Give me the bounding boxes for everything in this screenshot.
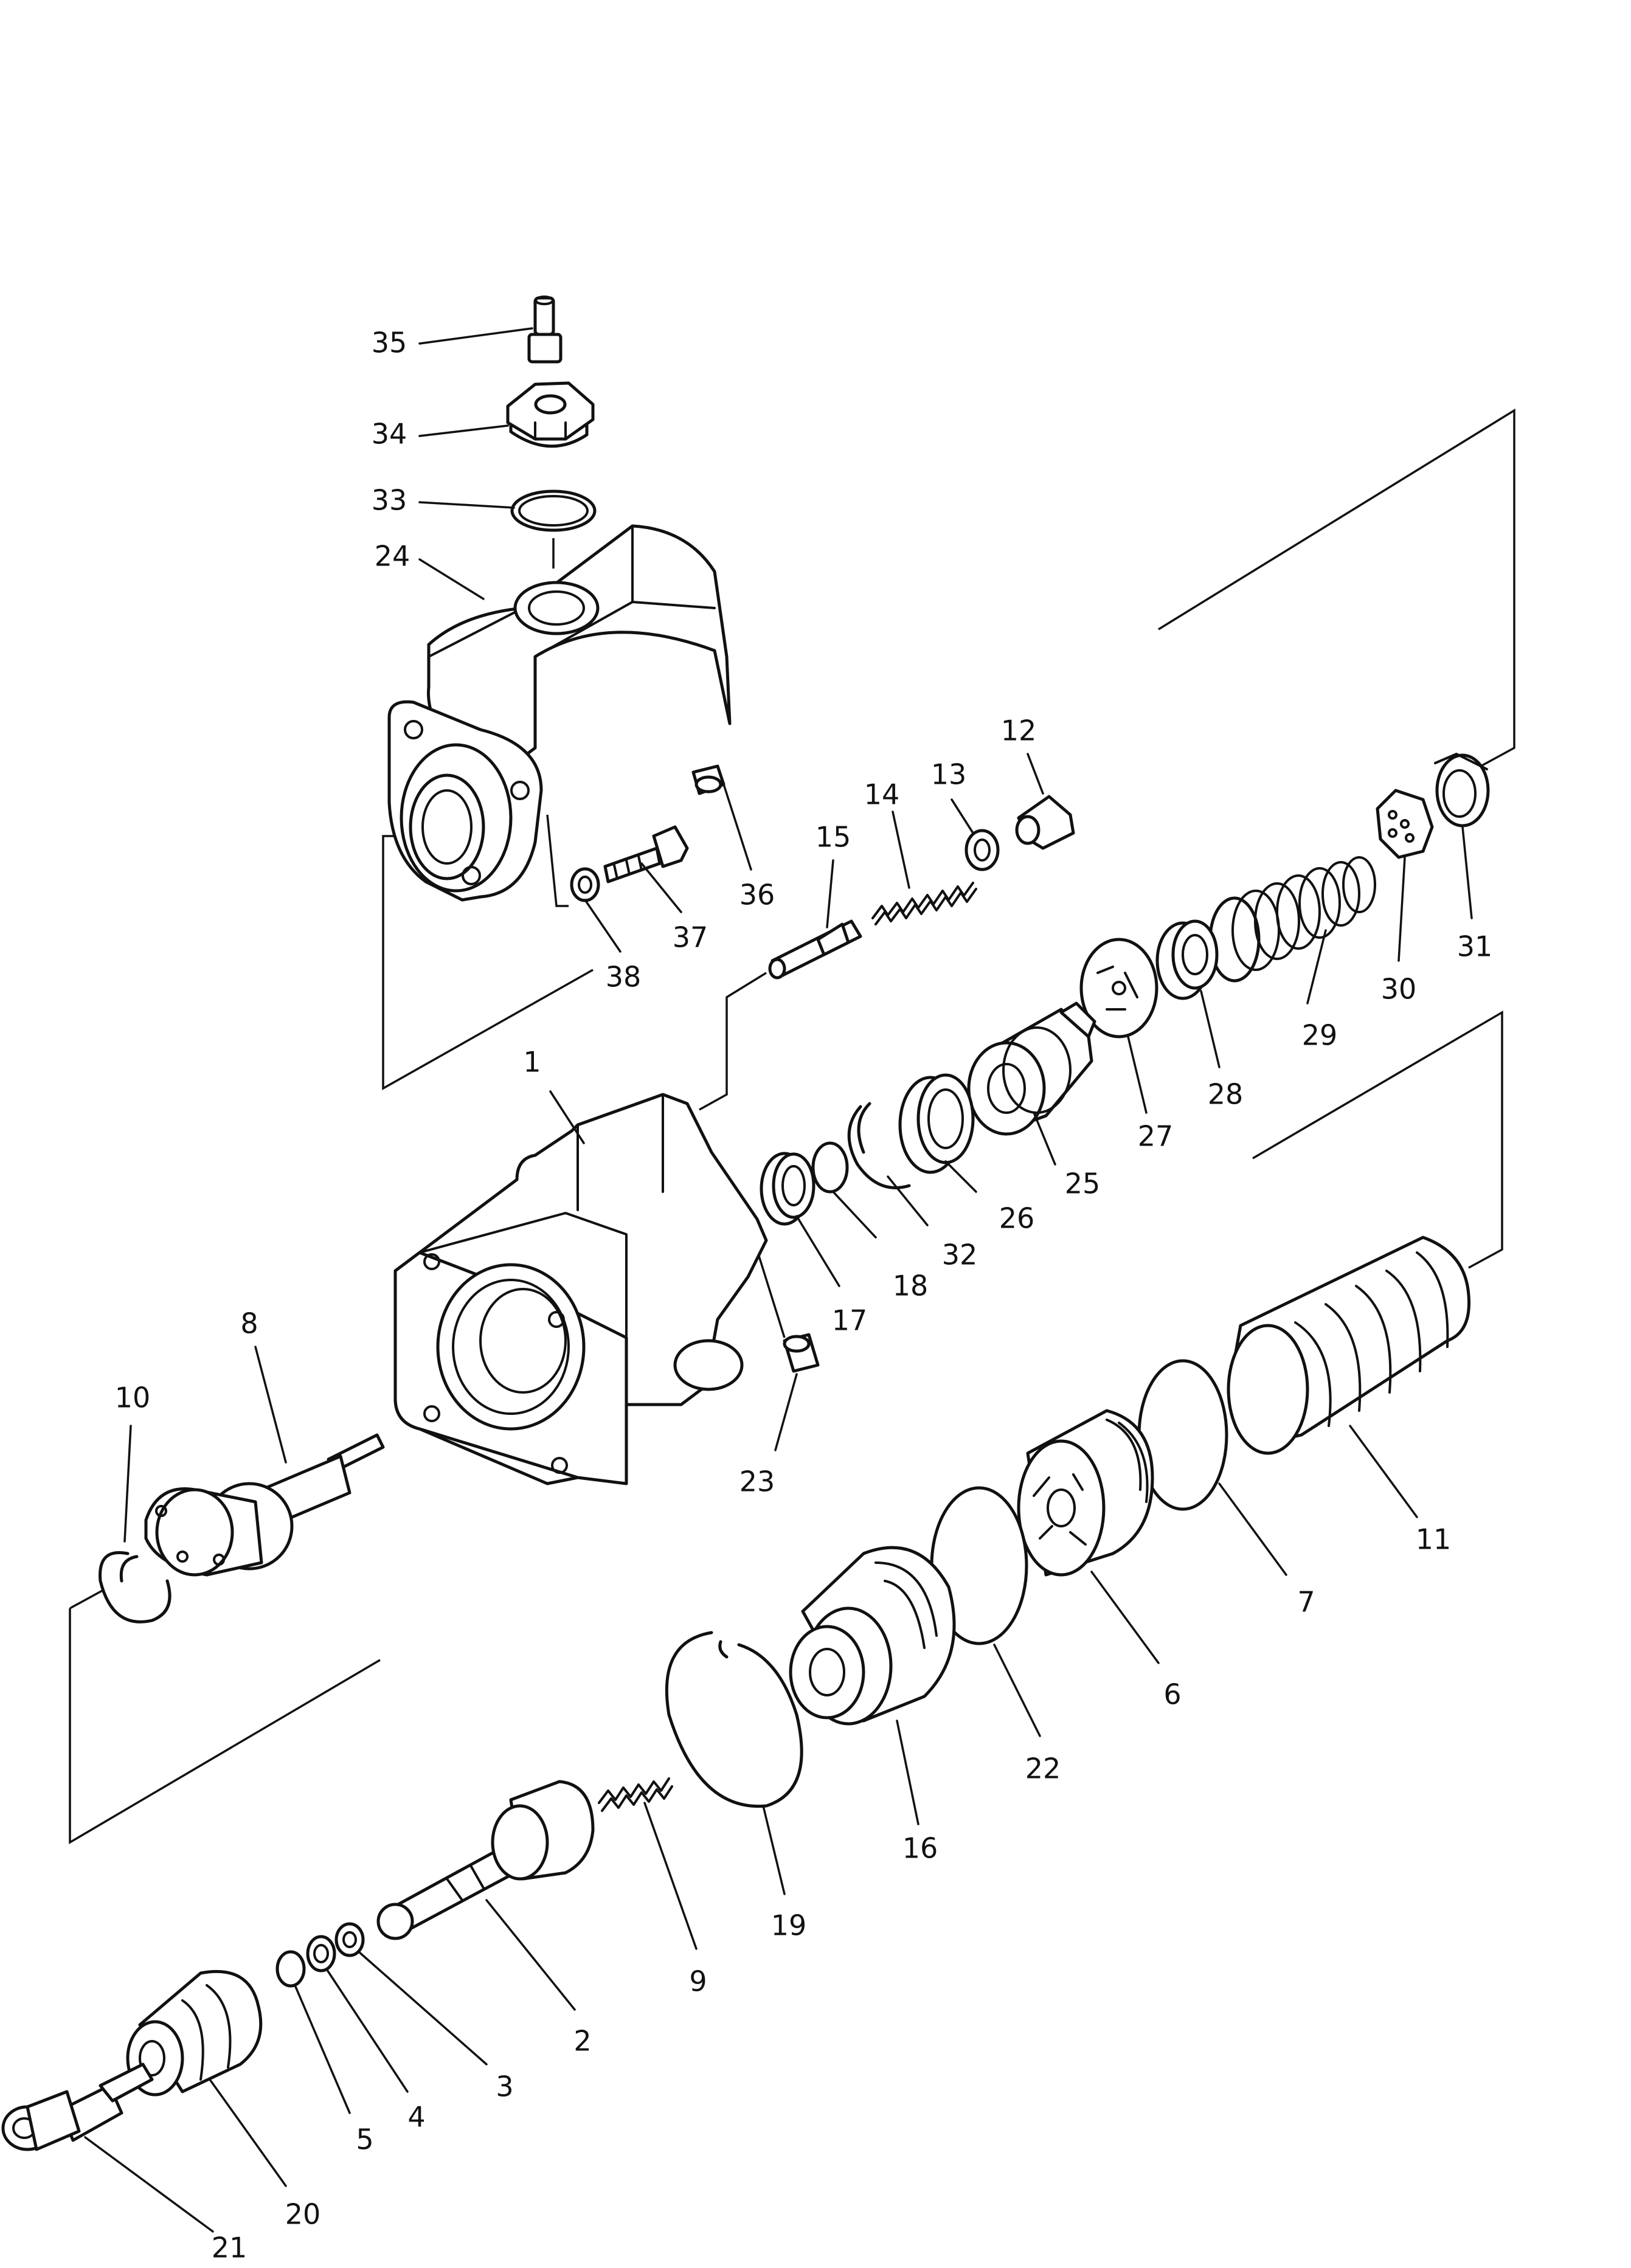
callout-19: 19: [771, 1909, 807, 1942]
part-9-spring: [598, 1777, 673, 1812]
part-12-plug: [1015, 795, 1075, 850]
callout-30: 30: [1381, 973, 1417, 1006]
callout-21: 21: [212, 2232, 248, 2264]
part-1-housing: [393, 1093, 768, 1485]
callout-labels: 35 34 33 24 12 13 14 15 36 37 38 31 30 2…: [115, 327, 1493, 2264]
part-29-spring: [1208, 856, 1376, 983]
callout-29: 29: [1302, 1019, 1338, 1052]
part-37-bolt: [603, 825, 689, 883]
part-35-fitting: [527, 296, 563, 364]
part-19-snap-ring: [665, 1631, 803, 1808]
callout-22: 22: [1025, 1752, 1061, 1785]
callout-3: 3: [496, 2070, 513, 2103]
callout-35: 35: [372, 327, 407, 359]
part-15-pin: [768, 919, 862, 980]
part-3-nut: [334, 1922, 365, 1957]
part-21-rod-end: [1, 2062, 154, 2151]
part-31-retainer: [1434, 753, 1490, 828]
part-18-o-ring: [811, 1141, 849, 1194]
callout-16: 16: [902, 1832, 938, 1865]
callout-11: 11: [1416, 1523, 1452, 1556]
callout-32: 32: [942, 1239, 978, 1271]
part-8-push-rod: [144, 1433, 385, 1577]
part-2-plunger: [376, 1780, 595, 1940]
part-5-o-ring: [275, 1950, 306, 1988]
callout-24: 24: [375, 540, 410, 573]
callout-37: 37: [673, 921, 708, 954]
callout-10: 10: [115, 1381, 151, 1414]
callout-36: 36: [739, 879, 775, 911]
part-17-seal: [760, 1152, 816, 1226]
callout-12: 12: [1001, 714, 1037, 747]
part-13-washer: [964, 829, 1000, 871]
assembly-frame-lines: [69, 408, 1515, 1845]
callout-34: 34: [372, 418, 407, 451]
callout-28: 28: [1208, 1078, 1244, 1111]
part-33-o-ring: [510, 489, 597, 532]
part-32-snap-ring: [847, 1102, 911, 1189]
callout-26: 26: [999, 1202, 1035, 1235]
part-34-cap: [506, 381, 595, 448]
callout-20: 20: [285, 2198, 321, 2231]
callout-15: 15: [816, 821, 851, 854]
callout-13: 13: [931, 758, 967, 791]
part-6-piston: [1017, 1409, 1154, 1577]
callout-5: 5: [356, 2123, 373, 2156]
leader-lines: [84, 327, 1473, 2233]
callout-2: 2: [573, 2025, 591, 2058]
callout-33: 33: [372, 484, 407, 517]
callout-27: 27: [1138, 1120, 1174, 1153]
part-11-boot: [1227, 1236, 1471, 1455]
callout-9: 9: [689, 1965, 707, 1998]
part-36-bleeder: [691, 764, 725, 795]
callout-8: 8: [240, 1307, 258, 1340]
part-10-snap-ring: [99, 1551, 171, 1623]
part-23-bleeder: [783, 1333, 820, 1373]
part-26-cup-seal: [898, 1073, 975, 1174]
callout-1: 1: [523, 1046, 541, 1079]
callout-14: 14: [864, 778, 900, 811]
part-24-reservoir: [387, 524, 732, 902]
parts: [1, 296, 1490, 2151]
callout-23: 23: [739, 1465, 775, 1498]
callout-18: 18: [893, 1270, 929, 1302]
part-30-valve-plate: [1376, 789, 1434, 859]
part-14-spring: [871, 882, 977, 925]
part-25-piston: [967, 1001, 1096, 1136]
callout-17: 17: [832, 1304, 868, 1337]
callout-4: 4: [407, 2101, 425, 2134]
part-28-seal: [1155, 919, 1219, 1000]
callout-6: 6: [1163, 1678, 1181, 1711]
part-20-dust-boot: [126, 1969, 263, 2097]
part-27-valve-disc: [1079, 938, 1158, 1039]
part-4-washer: [306, 1935, 336, 1972]
callout-31: 31: [1457, 930, 1493, 963]
part-38-washer: [570, 867, 600, 902]
callout-7: 7: [1297, 1586, 1315, 1619]
part-16-guide: [789, 1546, 956, 1726]
callout-25: 25: [1065, 1167, 1101, 1200]
callout-38: 38: [606, 961, 642, 994]
